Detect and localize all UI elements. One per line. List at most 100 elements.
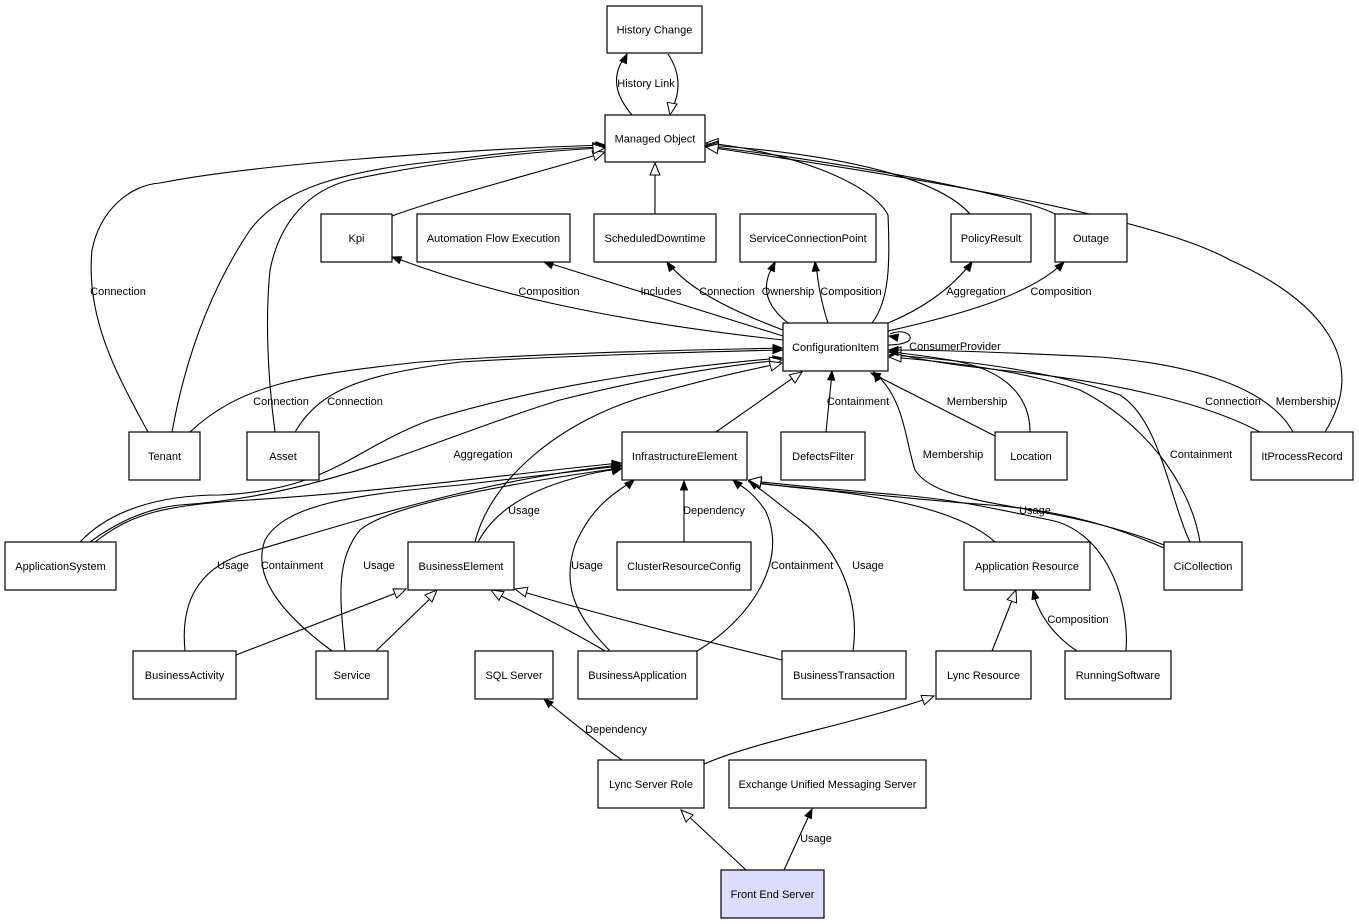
node-front-end-server[interactable]: Front End Server (720, 869, 825, 919)
node-asset[interactable]: Asset (246, 431, 320, 481)
node-kpi[interactable]: Kpi (320, 213, 393, 263)
edge-label: Connection (699, 286, 755, 298)
node-defects-filter[interactable]: DefectsFilter (780, 431, 866, 481)
edge-line (340, 467, 621, 652)
node-box[interactable] (4, 541, 117, 591)
node-location[interactable]: Location (994, 431, 1068, 481)
node-label: SQL Server (485, 670, 542, 682)
node-box[interactable] (963, 541, 1091, 591)
node-box[interactable] (1163, 541, 1243, 591)
node-box[interactable] (320, 213, 393, 263)
edge-label: Ownership (762, 286, 815, 298)
node-business-transaction[interactable]: BusinessTransaction (781, 650, 907, 700)
node-application-resource[interactable]: Application Resource (963, 541, 1091, 591)
node-ci-collection[interactable]: CiCollection (1163, 541, 1243, 591)
node-configuration-item[interactable]: ConfigurationItem (782, 322, 889, 372)
edge-configuration-item-to-outage (887, 261, 1065, 332)
node-box[interactable] (1054, 213, 1128, 263)
node-sql-server[interactable]: SQL Server (474, 650, 554, 700)
node-box[interactable] (597, 759, 705, 809)
node-label: Kpi (349, 233, 365, 245)
node-box[interactable] (246, 431, 320, 481)
node-service[interactable]: Service (315, 650, 389, 700)
node-cluster-resource-config[interactable]: ClusterResourceConfig (616, 541, 752, 591)
node-infrastructure-element[interactable]: InfrastructureElement (621, 431, 748, 481)
edge-line (235, 589, 405, 656)
node-box[interactable] (1250, 431, 1354, 481)
node-label: ApplicationSystem (15, 561, 106, 573)
node-box[interactable] (577, 650, 698, 700)
node-box[interactable] (739, 213, 877, 263)
edge-lync-resource-to-application-resource (991, 588, 1018, 652)
edge-label: Includes (641, 286, 682, 298)
node-business-application[interactable]: BusinessApplication (577, 650, 698, 700)
node-lync-server-role[interactable]: Lync Server Role (597, 759, 705, 809)
node-label: History Change (617, 25, 693, 37)
edge-location-to-configuration-item (887, 346, 1031, 433)
node-box[interactable] (782, 322, 889, 372)
node-box[interactable] (604, 114, 706, 163)
association-arrow-icon (666, 260, 676, 273)
edge-line (872, 373, 996, 437)
node-box[interactable] (407, 541, 515, 591)
node-automation-flow-execution[interactable]: Automation Flow Execution (416, 213, 571, 263)
association-arrow-icon (826, 369, 836, 381)
association-arrow-icon (731, 479, 743, 490)
node-tenant[interactable]: Tenant (128, 431, 201, 481)
node-label: Location (1010, 451, 1052, 463)
edge-line (889, 356, 1201, 543)
node-box[interactable] (720, 869, 825, 919)
edge-label: Membership (947, 396, 1008, 408)
node-box[interactable] (606, 5, 703, 54)
edge-label: Usage (1019, 505, 1051, 517)
edge-line (703, 696, 933, 765)
edge-line (477, 468, 621, 543)
node-history-change[interactable]: History Change (606, 5, 703, 54)
edge-line (94, 462, 621, 543)
edge-line (887, 262, 1064, 332)
node-box[interactable] (474, 650, 554, 700)
node-box[interactable] (593, 213, 717, 263)
edge-line (783, 810, 812, 871)
edge-configuration-item-to-kpi (390, 256, 784, 341)
node-box[interactable] (994, 431, 1068, 481)
edge-line (492, 591, 606, 652)
node-box[interactable] (616, 541, 752, 591)
node-box[interactable] (728, 759, 927, 809)
inheritance-arrow-icon (704, 143, 720, 155)
node-box[interactable] (781, 650, 907, 700)
node-managed-object[interactable]: Managed Object (604, 114, 706, 163)
node-box[interactable] (315, 650, 389, 700)
node-box[interactable] (128, 431, 201, 481)
edge-asset-to-managed-object (266, 143, 607, 433)
node-business-activity[interactable]: BusinessActivity (132, 650, 237, 700)
node-service-connection-point[interactable]: ServiceConnectionPoint (739, 213, 877, 263)
node-application-system[interactable]: ApplicationSystem (4, 541, 117, 591)
node-box[interactable] (780, 431, 866, 481)
node-exchange-um-server[interactable]: Exchange Unified Messaging Server (728, 759, 927, 809)
node-box[interactable] (950, 213, 1032, 263)
edge-line (706, 144, 971, 215)
edge-infrastructure-element-to-configuration-item (715, 371, 804, 433)
node-running-software[interactable]: RunningSoftware (1064, 650, 1172, 700)
node-box[interactable] (132, 650, 237, 700)
edge-line (1032, 591, 1078, 652)
edge-line (889, 349, 1294, 433)
node-it-process-record[interactable]: ItProcessRecord (1250, 431, 1354, 481)
inheritance-arrow-icon (747, 476, 763, 488)
node-box[interactable] (621, 431, 748, 481)
node-label: ServiceConnectionPoint (749, 233, 866, 245)
node-box[interactable] (1064, 650, 1172, 700)
node-box[interactable] (416, 213, 571, 263)
edge-front-end-server-to-exchange-um-server (783, 807, 813, 871)
node-box[interactable] (935, 650, 1032, 700)
node-policy-result[interactable]: PolicyResult (950, 213, 1032, 263)
node-outage[interactable]: Outage (1054, 213, 1128, 263)
node-scheduled-downtime[interactable]: ScheduledDowntime (593, 213, 717, 263)
edge-line (706, 145, 1056, 215)
edge-label: Containment (261, 560, 323, 572)
node-business-element[interactable]: BusinessElement (407, 541, 515, 591)
association-arrow-icon (542, 261, 555, 270)
node-lync-resource[interactable]: Lync Resource (935, 650, 1032, 700)
